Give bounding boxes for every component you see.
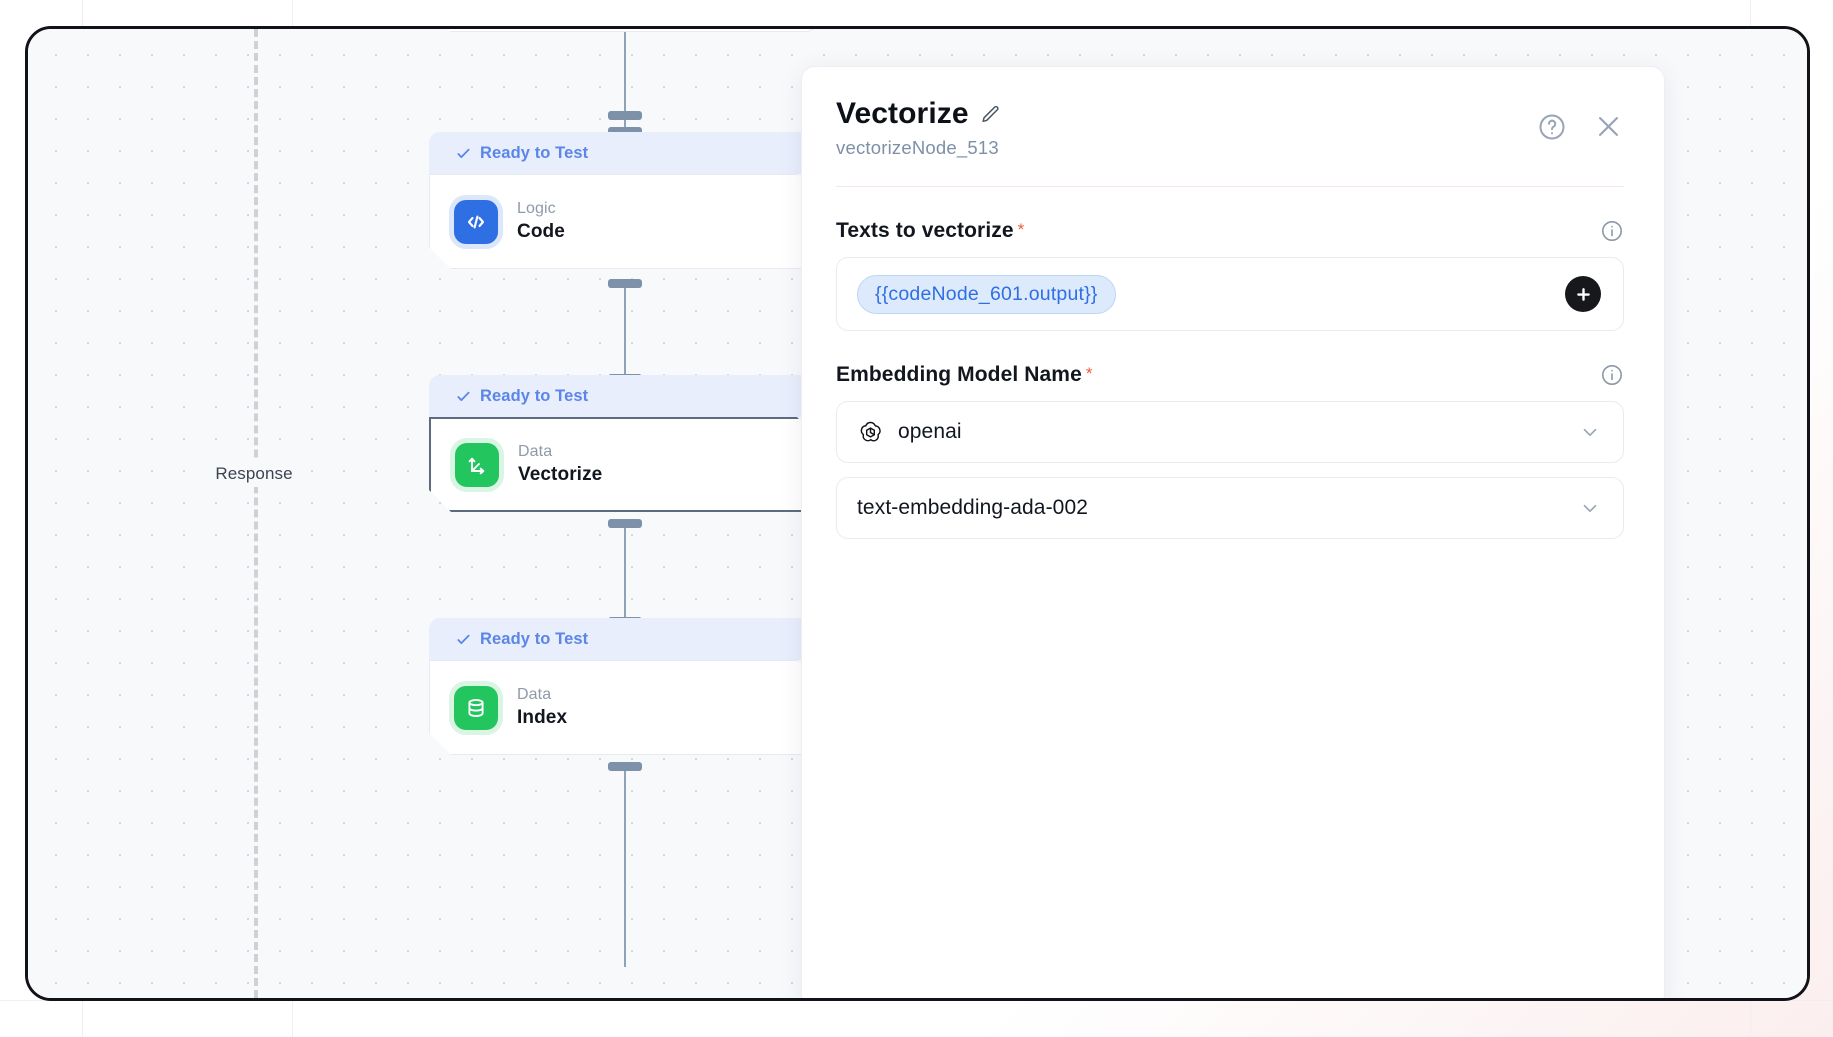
workflow-node-index[interactable]: Ready to Test Data Index	[429, 618, 819, 755]
openai-logo-icon	[857, 419, 884, 446]
field-embedding-model-name: Embedding Model Name*	[836, 363, 1624, 539]
workflow-node-code[interactable]: Ready to Test Logic Code	[429, 132, 819, 269]
field-label-wrap: Embedding Model Name*	[836, 363, 1092, 387]
embedding-provider-value: openai	[898, 420, 962, 443]
node-text: Data Vectorize	[518, 443, 602, 486]
node-kind-label: Logic	[517, 200, 556, 217]
node-title-label: Vectorize	[518, 464, 603, 485]
node-status-label: Ready to Test	[480, 386, 589, 405]
page-title: Vectorize	[836, 97, 969, 130]
node-title-label: Index	[517, 707, 568, 728]
pencil-icon[interactable]	[980, 104, 1001, 125]
code-brackets-icon	[454, 200, 498, 244]
chevron-down-icon[interactable]	[1579, 421, 1601, 443]
node-status-badge: Ready to Test	[429, 618, 819, 660]
node-status-label: Ready to Test	[480, 629, 589, 648]
embedding-provider-select[interactable]: openai	[836, 401, 1624, 463]
node-body[interactable]: Data Index	[429, 660, 819, 755]
node-kind-label: Data	[518, 443, 553, 460]
check-icon	[456, 146, 471, 161]
help-circle-icon[interactable]	[1537, 112, 1567, 142]
node-body[interactable]: Data Vectorize	[429, 417, 819, 512]
check-icon	[456, 632, 471, 647]
node-text: Logic Code	[517, 200, 565, 243]
workflow-node-partial[interactable]	[429, 26, 819, 32]
node-config-panel: Vectorize vectorizeNode_513	[801, 66, 1665, 998]
node-text: Data Index	[517, 686, 567, 729]
variable-token-chip[interactable]: {{codeNode_601.output}}	[857, 274, 1116, 314]
field-label-row: Embedding Model Name*	[836, 363, 1624, 387]
field-label-row: Texts to vectorize*	[836, 219, 1624, 243]
embedding-model-select[interactable]: text-embedding-ada-002	[836, 477, 1624, 539]
panel-title-row: Vectorize	[836, 97, 1001, 131]
connector-handle[interactable]	[608, 111, 642, 120]
check-icon	[456, 389, 471, 404]
connector-handle[interactable]	[608, 127, 642, 136]
node-status-badge: Ready to Test	[429, 132, 819, 174]
connector-line	[624, 767, 626, 967]
field-label: Texts to vectorize	[836, 219, 1014, 242]
chevron-down-icon[interactable]	[1579, 497, 1601, 519]
swimlane-label-response: Response	[207, 461, 301, 487]
node-title-label: Code	[517, 221, 565, 242]
connector-handle[interactable]	[608, 279, 642, 288]
node-status-label: Ready to Test	[480, 143, 589, 162]
embedding-model-value: text-embedding-ada-002	[857, 496, 1089, 519]
field-label: Embedding Model Name	[836, 363, 1082, 386]
database-index-icon	[454, 686, 498, 730]
texts-to-vectorize-input[interactable]: {{codeNode_601.output}}	[836, 257, 1624, 331]
panel-header-left: Vectorize vectorizeNode_513	[836, 97, 1001, 159]
connector-handle[interactable]	[608, 762, 642, 771]
panel-actions	[1537, 97, 1624, 142]
app-window-frame: Response Rea	[25, 26, 1810, 1001]
connector-handle[interactable]	[608, 519, 642, 528]
add-text-button[interactable]	[1565, 276, 1601, 312]
field-texts-to-vectorize: Texts to vectorize* {{codeNode_601.outpu…	[836, 219, 1624, 331]
vector-axes-icon	[455, 443, 499, 487]
connector-line	[624, 284, 626, 384]
info-icon[interactable]	[1600, 363, 1624, 387]
connector-line	[624, 524, 626, 624]
info-icon[interactable]	[1600, 219, 1624, 243]
connector-line	[624, 29, 626, 134]
swimlane-divider	[254, 29, 258, 998]
required-marker: *	[1017, 220, 1025, 239]
required-marker: *	[1085, 364, 1093, 383]
panel-header: Vectorize vectorizeNode_513	[836, 97, 1624, 159]
node-body[interactable]	[429, 26, 819, 32]
field-label-wrap: Texts to vectorize*	[836, 219, 1024, 243]
panel-divider	[836, 186, 1624, 187]
workflow-node-vectorize[interactable]: Ready to Test Data Vectorize	[429, 375, 819, 512]
node-id-label: vectorizeNode_513	[836, 137, 999, 158]
close-icon[interactable]	[1593, 111, 1624, 142]
node-body[interactable]: Logic Code	[429, 174, 819, 269]
node-status-badge: Ready to Test	[429, 375, 819, 417]
node-kind-label: Data	[517, 686, 552, 703]
